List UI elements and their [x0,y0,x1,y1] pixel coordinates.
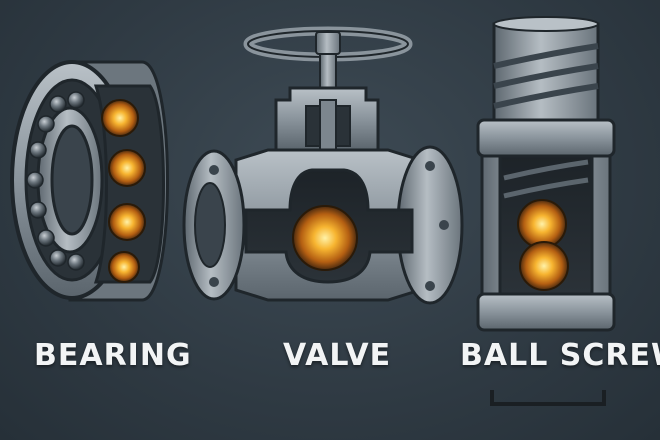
screw-threads [493,43,599,109]
valve-stem [319,53,337,89]
ball-dark [29,201,47,219]
ball-dark [26,171,44,189]
ball-dark [67,91,85,109]
bearing-illustration [10,60,169,302]
bearing-glowing-balls [101,99,146,283]
flange-bolt [209,165,219,175]
ball-dark [49,249,67,267]
flange-bolt [425,281,435,291]
bearing-label: BEARING [34,338,192,373]
flange-bolt [439,220,449,230]
ball-glow [108,203,146,241]
ball-glow [517,199,567,249]
valve-hub [315,31,341,55]
flange-bolt [209,277,219,287]
valve-ball [292,205,358,271]
ball-glow [108,149,146,187]
ball-dark [37,229,55,247]
ball-dark [37,115,55,133]
ball-screw-base-bracket [490,390,606,406]
ball-screw-label: BALL SCREW [460,338,660,373]
ball-glow [108,251,140,283]
valve-label: VALVE [283,338,392,373]
ball-glow [101,99,139,137]
bearing-bore [50,124,94,236]
inner-threads [503,159,589,199]
ball-dark [29,141,47,159]
ball-glow [519,241,569,291]
ball-dark [49,95,67,113]
valve-illustration [182,26,464,305]
flange-bolt [425,161,435,171]
bearing-dark-balls [26,91,85,271]
ball-screw-illustration [476,16,616,406]
ball-nut-bottom-collar [476,292,616,332]
ball-nut-top-collar [476,118,616,158]
ball-dark [67,253,85,271]
